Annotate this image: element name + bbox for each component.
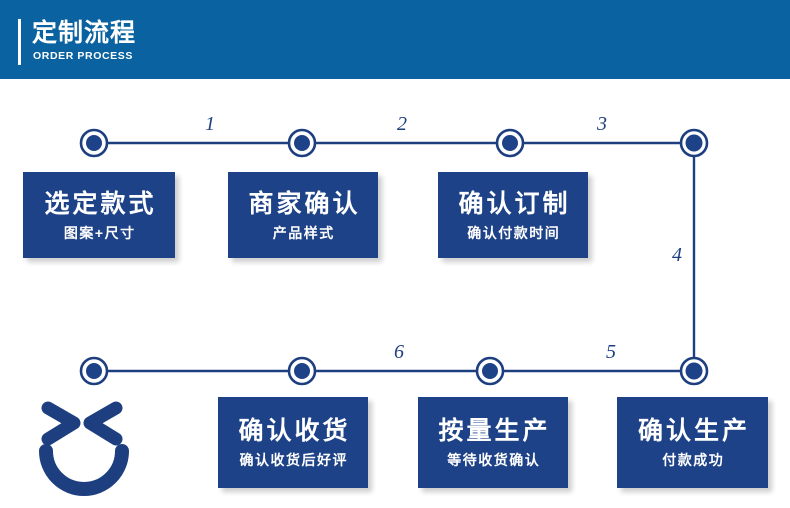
step-card-3[interactable]: 确认订制 确认付款时间 bbox=[438, 172, 588, 258]
step-card-2[interactable]: 商家确认 产品样式 bbox=[228, 172, 378, 258]
node-step-2 bbox=[287, 128, 317, 158]
step-card-1-title: 选定款式 bbox=[44, 189, 157, 218]
node-step-1 bbox=[79, 128, 109, 158]
step-card-4-title: 确认生产 bbox=[637, 417, 750, 445]
step-card-5-title: 按量生产 bbox=[438, 417, 551, 445]
header-accent-bar bbox=[18, 19, 21, 65]
smiley-mouth-icon bbox=[39, 444, 129, 496]
page-title: 定制流程 bbox=[32, 19, 137, 47]
node-step-6 bbox=[287, 356, 317, 386]
step-number-5: 5 bbox=[606, 341, 616, 363]
step-card-4[interactable]: 确认生产 付款成功 bbox=[617, 397, 768, 488]
node-step-5 bbox=[475, 356, 505, 386]
step-number-6: 6 bbox=[394, 341, 404, 363]
step-card-6-subtitle: 确认收货后好评 bbox=[239, 452, 348, 468]
step-card-4-subtitle: 付款成功 bbox=[662, 452, 725, 468]
step-card-3-subtitle: 确认付款时间 bbox=[467, 224, 561, 241]
smiley-face-icon bbox=[39, 401, 129, 496]
step-card-2-subtitle: 产品样式 bbox=[272, 224, 335, 241]
page-header: 定制流程 ORDER PROCESS bbox=[0, 0, 790, 79]
step-card-5-subtitle: 等待收货确认 bbox=[447, 452, 541, 468]
flow-connectors bbox=[79, 128, 709, 386]
step-card-1-subtitle: 图案+尺寸 bbox=[63, 224, 136, 241]
step-card-5[interactable]: 按量生产 等待收货确认 bbox=[418, 397, 568, 488]
step-number-1: 1 bbox=[205, 113, 215, 135]
smiley-left-eye-icon bbox=[41, 401, 81, 446]
page-subtitle: ORDER PROCESS bbox=[33, 50, 133, 62]
step-card-1[interactable]: 选定款式 图案+尺寸 bbox=[23, 172, 175, 258]
node-step-4 bbox=[679, 128, 709, 158]
node-step-4b bbox=[679, 356, 709, 386]
step-card-6-title: 确认收货 bbox=[238, 417, 351, 445]
step-card-6[interactable]: 确认收货 确认收货后好评 bbox=[218, 397, 368, 488]
node-step-3 bbox=[495, 128, 525, 158]
step-number-2: 2 bbox=[397, 113, 407, 135]
step-card-3-title: 确认订制 bbox=[458, 189, 571, 218]
node-step-7 bbox=[79, 356, 109, 386]
smiley-right-eye-icon bbox=[83, 401, 123, 446]
step-card-2-title: 商家确认 bbox=[248, 189, 361, 218]
step-number-3: 3 bbox=[597, 113, 607, 135]
step-number-4: 4 bbox=[672, 244, 682, 266]
